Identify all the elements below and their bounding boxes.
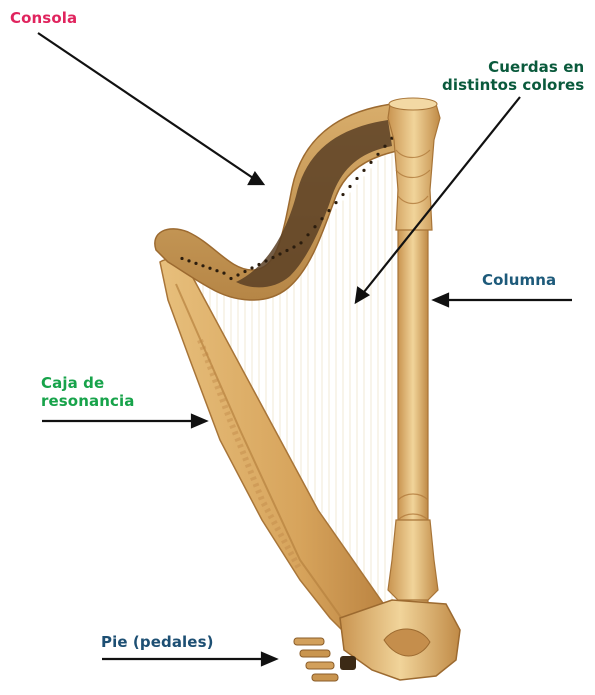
tuning-pin bbox=[229, 277, 232, 280]
label-consola: Consola bbox=[10, 9, 77, 27]
label-cuerdas-line1: Cuerdas en bbox=[442, 58, 584, 76]
tuning-pin bbox=[341, 193, 344, 196]
label-columna: Columna bbox=[482, 271, 556, 289]
tuning-pin bbox=[376, 153, 379, 156]
tuning-pin bbox=[362, 169, 365, 172]
tuning-pin bbox=[355, 177, 358, 180]
tuning-pin bbox=[222, 272, 225, 275]
tuning-pin bbox=[348, 185, 351, 188]
tuning-pin bbox=[271, 256, 274, 259]
tuning-pin bbox=[292, 245, 295, 248]
label-pie-text: Pie (pedales) bbox=[101, 633, 214, 651]
tuning-pin bbox=[327, 209, 330, 212]
tuning-pin bbox=[250, 266, 253, 269]
label-caja-line2: resonancia bbox=[41, 392, 134, 410]
tuning-pin bbox=[278, 252, 281, 255]
tuning-pin bbox=[180, 257, 183, 260]
arrow-pie bbox=[102, 653, 276, 665]
tuning-pin bbox=[285, 249, 288, 252]
tuning-pin bbox=[320, 217, 323, 220]
tuning-pin bbox=[383, 145, 386, 148]
tuning-pin bbox=[257, 263, 260, 266]
label-caja-line1: Caja de bbox=[41, 374, 134, 392]
tuning-pin bbox=[334, 201, 337, 204]
arrow-columna bbox=[434, 294, 572, 306]
tuning-pin bbox=[208, 267, 211, 270]
tuning-pin bbox=[236, 273, 239, 276]
column-lower-ornament bbox=[388, 520, 438, 600]
arrow-consola bbox=[38, 33, 263, 184]
label-caja: Caja de resonancia bbox=[41, 374, 134, 410]
tuning-pin bbox=[299, 241, 302, 244]
label-pie: Pie (pedales) bbox=[101, 633, 214, 651]
tuning-pin bbox=[201, 264, 204, 267]
tuning-pin bbox=[313, 225, 316, 228]
tuning-pin bbox=[187, 259, 190, 262]
label-consola-text: Consola bbox=[10, 9, 77, 27]
tuning-pin bbox=[306, 233, 309, 236]
label-columna-text: Columna bbox=[482, 271, 556, 289]
tuning-pin bbox=[194, 262, 197, 265]
tuning-pin bbox=[369, 161, 372, 164]
label-cuerdas: Cuerdas en distintos colores bbox=[442, 58, 584, 94]
column-capital bbox=[388, 104, 440, 230]
label-cuerdas-line2: distintos colores bbox=[442, 76, 584, 94]
arrow-caja bbox=[42, 415, 206, 427]
tuning-pin bbox=[243, 270, 246, 273]
tuning-pin bbox=[264, 259, 267, 262]
column-top bbox=[389, 98, 437, 110]
tuning-pin bbox=[215, 269, 218, 272]
